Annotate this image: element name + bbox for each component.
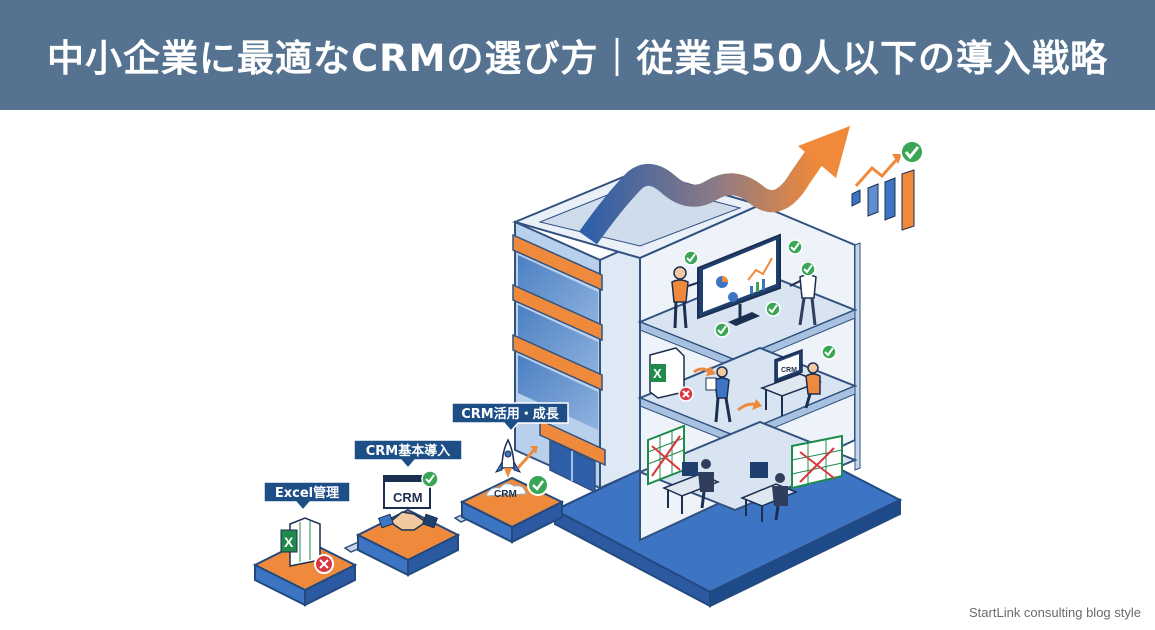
svg-text:X: X [653,366,662,381]
excel-icon: X [649,347,685,399]
check-icon [527,474,549,496]
dashboard-monitor [697,233,781,326]
person-presenter-left [671,266,701,329]
step-3-platform: CRM [459,438,565,544]
worker-desk-right [740,462,798,522]
step-3-label: CRM活用・成長 [451,402,569,433]
check-icon [714,322,730,338]
bar-chart-icon [851,154,915,231]
step-3-platform-text: CRM [494,489,517,500]
page-title: 中小企業に最適なCRMの選び方｜従業員50人以下の導入戦略 [47,37,1108,80]
step-3-label-text: CRM活用・成長 [461,406,559,422]
error-icon [678,386,694,402]
rocket-icon [494,438,522,478]
excel-icon: X [280,517,321,567]
crm-workstation: CRM [759,348,823,416]
check-icon [800,261,816,277]
step-1-label-text: Excel管理 [275,485,339,501]
step-2-screen-text: CRM [393,490,423,505]
handshake-icon [378,511,438,531]
title-banner: 中小企業に最適なCRMの選び方｜従業員50人以下の導入戦略 [0,0,1155,110]
check-icon [683,250,699,266]
check-icon [421,470,439,488]
building-left-tower [512,220,641,494]
spreadsheet-panel-right [791,434,843,490]
check-icon [765,301,781,317]
error-icon [314,554,334,574]
check-icon [787,239,803,255]
step-2-label-text: CRM基本導入 [366,443,451,459]
growth-arrow [579,126,850,245]
check-icon [900,140,924,164]
crm-adoption-illustration: X CRM [252,126,924,608]
top-floor-dashboard [671,233,817,329]
check-icon [821,344,837,360]
middle-floor-transition: X CRM [649,347,823,423]
svg-text:X: X [284,534,294,550]
step-1-platform: X [252,517,358,607]
step-1-label: Excel管理 [263,481,351,512]
bottom-floor-spreadsheets [647,424,843,522]
step-2-label: CRM基本導入 [353,439,463,470]
step-2-platform: CRM [355,470,461,577]
person-carrying-documents [705,366,732,423]
middle-floor-screen-text: CRM [781,367,797,374]
worker-desk-left [662,459,720,514]
watermark: StartLink consulting blog style [969,605,1141,620]
